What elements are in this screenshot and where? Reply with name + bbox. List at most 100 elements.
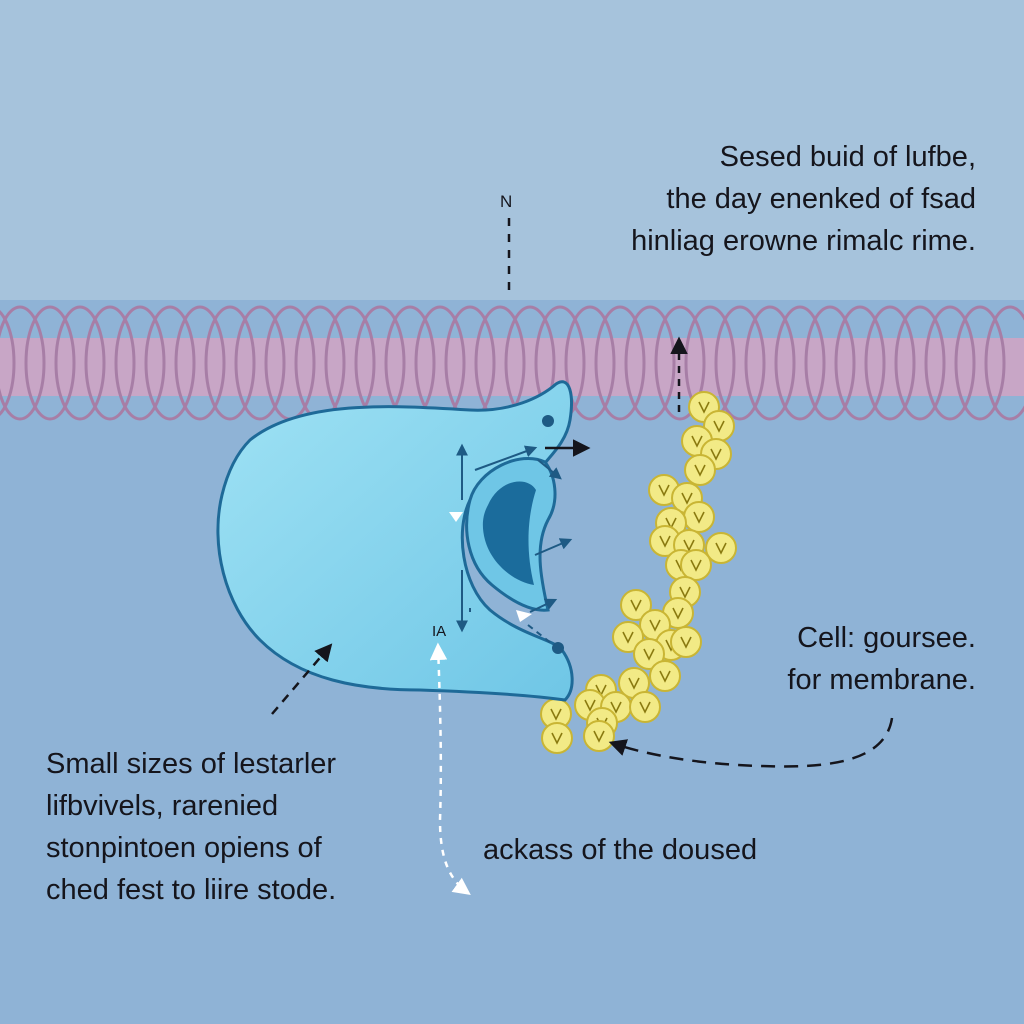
- membrane-loop: [654, 305, 706, 421]
- membrane-loop: [894, 305, 946, 421]
- granule-circle: [633, 638, 665, 670]
- granule-circle: [583, 720, 615, 752]
- granule-circle: [705, 532, 737, 564]
- granule-mark: [693, 511, 705, 524]
- membrane-loop: [144, 305, 196, 421]
- top-right-caption: Sesed buid of lufbe, the day enenked of …: [631, 136, 976, 262]
- granule: [670, 626, 702, 658]
- granule: [680, 549, 712, 581]
- membrane-loop: [714, 305, 766, 421]
- granule-mark: [610, 701, 622, 714]
- n-marker-label: N: [500, 192, 513, 211]
- membrane-loop: [984, 305, 1024, 421]
- membrane-loop: [774, 305, 826, 421]
- granule-mark: [659, 535, 671, 548]
- channel-protein: [216, 380, 574, 702]
- granule: [541, 722, 573, 754]
- granule: [700, 438, 732, 470]
- membrane-loop: [114, 305, 166, 421]
- across-caption: ackass of the doused: [483, 834, 758, 866]
- granule: [612, 621, 644, 653]
- granule: [633, 638, 665, 670]
- protein-pocket: [482, 481, 536, 585]
- caption-line: stonpintoen opiens of: [46, 832, 322, 864]
- granule: [683, 501, 715, 533]
- caption-line: Sesed buid of lufbe,: [719, 141, 976, 173]
- granule-mark: [551, 732, 563, 745]
- protein-tip-dot: [542, 415, 554, 427]
- granule-mark: [713, 420, 725, 433]
- granule: [649, 525, 681, 557]
- membrane-loop: [804, 305, 856, 421]
- caption-line: Cell: goursee.: [797, 622, 976, 654]
- membrane-loop: [84, 305, 136, 421]
- granule-mark: [658, 484, 670, 497]
- extracellular-background: [0, 0, 1024, 310]
- inner-marker: [449, 512, 463, 522]
- small-sizes-caption: Small sizes of lestarler lifbvivels, rar…: [46, 743, 336, 911]
- granule-mark: [691, 435, 703, 448]
- caption-line: lifbvivels, rarenied: [46, 790, 279, 822]
- membrane-loop: [924, 305, 976, 421]
- membrane-loop: [864, 305, 916, 421]
- granule-mark: [710, 448, 722, 461]
- membrane-loop: [564, 305, 616, 421]
- granule-mark: [679, 586, 691, 599]
- granule-circle: [683, 501, 715, 533]
- protein-body: [216, 380, 574, 702]
- caption-line: ched fest to liire stode.: [46, 874, 337, 906]
- membrane-loop: [234, 305, 286, 421]
- granule-circle: [612, 621, 644, 653]
- granule-mark: [643, 648, 655, 661]
- membrane-loop: [54, 305, 106, 421]
- granule-mark: [639, 701, 651, 714]
- membrane-loop: [0, 309, 16, 417]
- membrane-loop: [24, 305, 76, 421]
- inner-arrow: [527, 624, 557, 648]
- inner-arrow: [529, 598, 558, 613]
- granule-mark: [628, 677, 640, 690]
- white-dashed-arrow: [429, 642, 471, 896]
- granule-mark: [659, 670, 671, 683]
- granule-chain: [540, 391, 737, 754]
- granule: [583, 720, 615, 752]
- granule-mark: [698, 401, 710, 414]
- inner-arrow: [474, 445, 538, 471]
- granule-mark: [630, 599, 642, 612]
- protein-lower-dot: [552, 642, 564, 654]
- membrane-loop: [594, 305, 646, 421]
- granule: [684, 454, 716, 486]
- membrane-loop: [204, 305, 256, 421]
- inner-arrow: [537, 459, 562, 480]
- granule-circle: [649, 660, 681, 692]
- ia-marker-label: IA: [432, 623, 447, 640]
- membrane-loop: [0, 305, 46, 421]
- caption-line: for membrane.: [787, 664, 976, 696]
- inner-arrows: [449, 443, 573, 648]
- granule: [629, 691, 661, 723]
- membrane-loop: [744, 305, 796, 421]
- membrane-loop: [834, 305, 886, 421]
- membrane-loop: [954, 305, 1006, 421]
- granule-mark: [683, 539, 695, 552]
- cell-note-caption: Cell: goursee. for membrane.: [787, 617, 976, 701]
- granule-circle: [620, 589, 652, 621]
- granule-mark: [649, 619, 661, 632]
- caption-line: the day enenked of fsad: [666, 183, 976, 215]
- granule-mark: [681, 492, 693, 505]
- membrane-loop: [624, 305, 676, 421]
- granule: [649, 660, 681, 692]
- granule-mark: [680, 636, 692, 649]
- membrane-loop: [174, 305, 226, 421]
- caption-line: Small sizes of lestarler: [46, 748, 337, 780]
- granule-circle: [684, 454, 716, 486]
- inner-arrow: [534, 538, 573, 556]
- granule-circle: [629, 691, 661, 723]
- granule-mark: [584, 699, 596, 712]
- granule-mark: [622, 631, 634, 644]
- granule-mark: [715, 542, 727, 555]
- caption-line: hinliag erowne rimalc rime.: [631, 225, 976, 257]
- granule: [705, 532, 737, 564]
- membrane: [0, 305, 1024, 421]
